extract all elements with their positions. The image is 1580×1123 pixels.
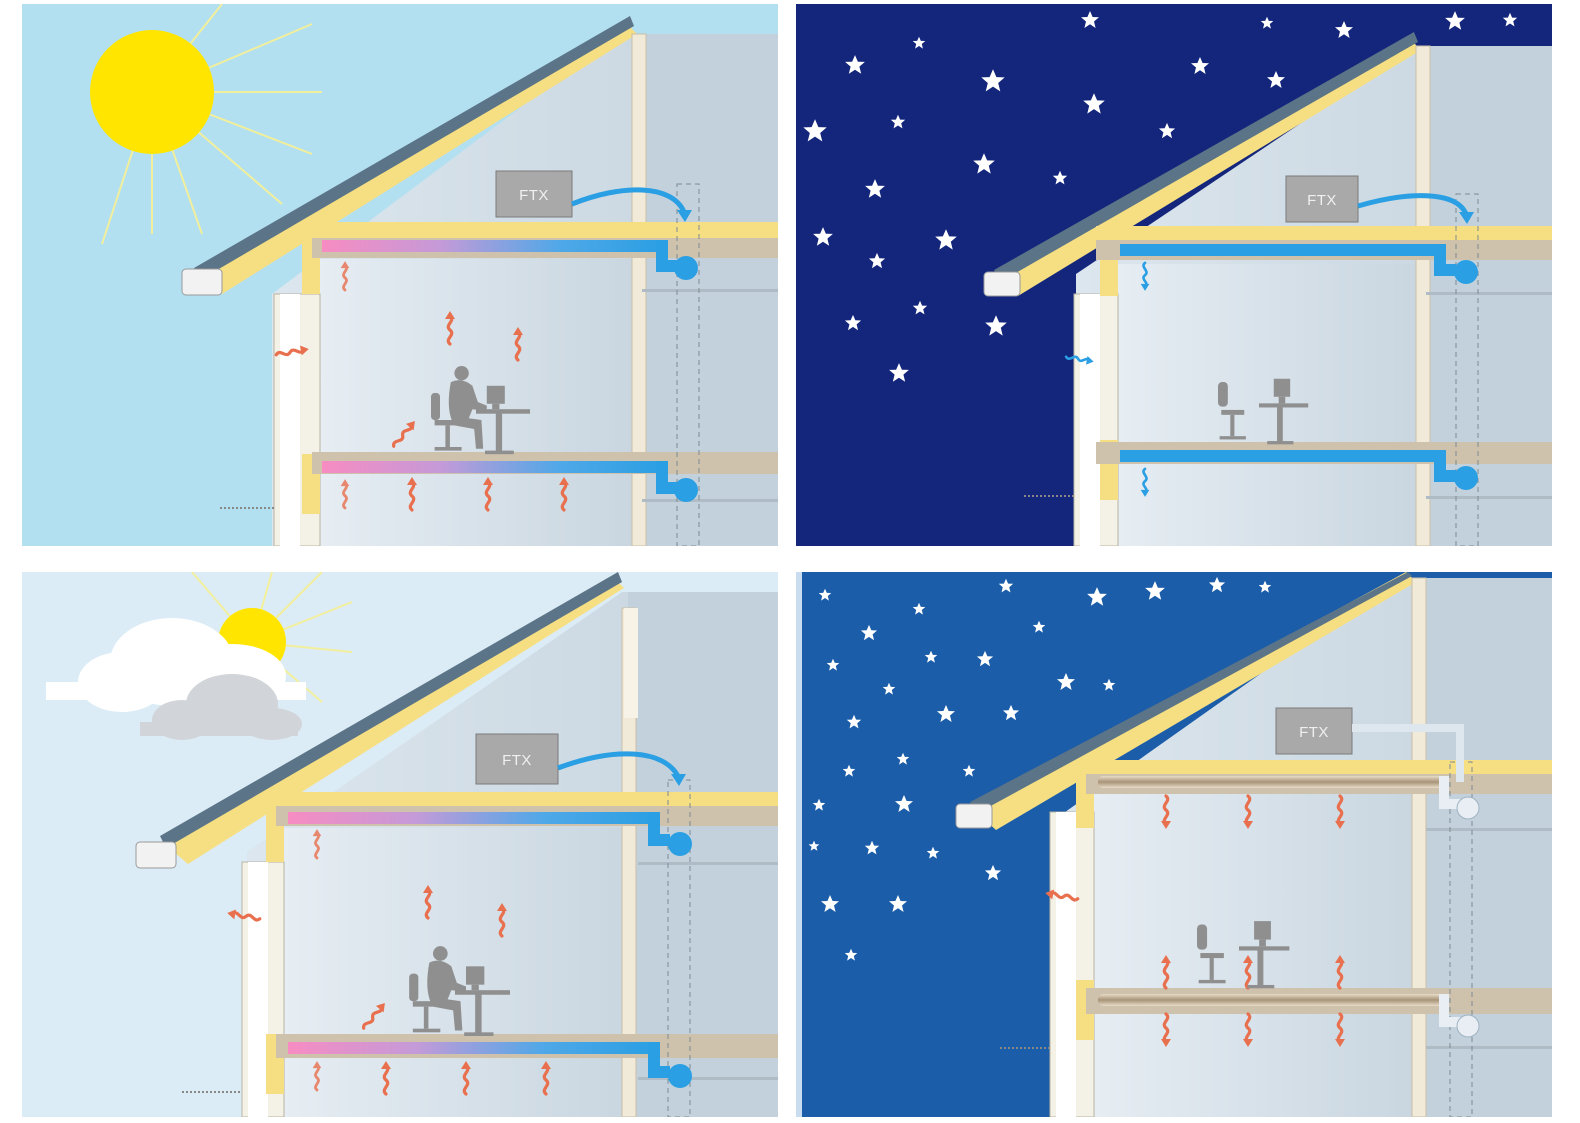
ftx-label: FTX bbox=[1299, 724, 1329, 741]
panel-day-cloudy: FTX bbox=[22, 572, 778, 1117]
day-sunny-diagram: FTX bbox=[22, 4, 778, 546]
panel-day-sunny: FTX bbox=[22, 4, 778, 546]
panel-night-clear: FTX bbox=[796, 4, 1552, 546]
supply-duct-upper bbox=[322, 240, 662, 252]
ftx-label: FTX bbox=[1307, 192, 1337, 209]
ceiling-heating-bar bbox=[1098, 776, 1444, 788]
sun-icon bbox=[90, 30, 214, 154]
supply-duct-lower bbox=[322, 461, 662, 473]
night-heating-diagram: FTX bbox=[796, 572, 1552, 1117]
floor-heating-bar bbox=[1098, 994, 1444, 1006]
night-clear-diagram: FTX bbox=[796, 4, 1552, 546]
ftx-label: FTX bbox=[502, 752, 532, 769]
panel-night-heating: FTX bbox=[796, 572, 1552, 1117]
day-cloudy-diagram: FTX bbox=[22, 572, 778, 1117]
ftx-label: FTX bbox=[519, 187, 549, 204]
